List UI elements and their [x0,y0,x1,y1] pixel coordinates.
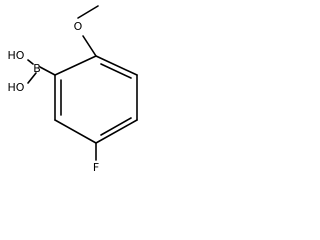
hydroxyl-bottom-label: HO [8,81,25,94]
fluorine-label: F [93,161,99,174]
boron-ring-bond [39,66,56,76]
oxygen-label: O [74,20,83,33]
structure-diagram: O B HO HO F [8,5,138,174]
methoxy-ring-bond [82,35,97,57]
hydroxyl-top-label: HO [8,49,25,62]
ring-double-bond-1 [100,63,132,79]
ring-bond-bottom-left [54,119,97,144]
ring-bond-bottom-right [95,119,138,144]
methyl-bond [77,5,99,19]
boron-oh-bottom-bond [27,72,37,84]
ring-bond-top-left [54,55,97,76]
ring-bond-top-right [95,55,138,76]
boron-label: B [33,62,41,75]
ring-double-bond-2 [100,117,132,136]
boron-oh-top-bond [27,59,34,65]
